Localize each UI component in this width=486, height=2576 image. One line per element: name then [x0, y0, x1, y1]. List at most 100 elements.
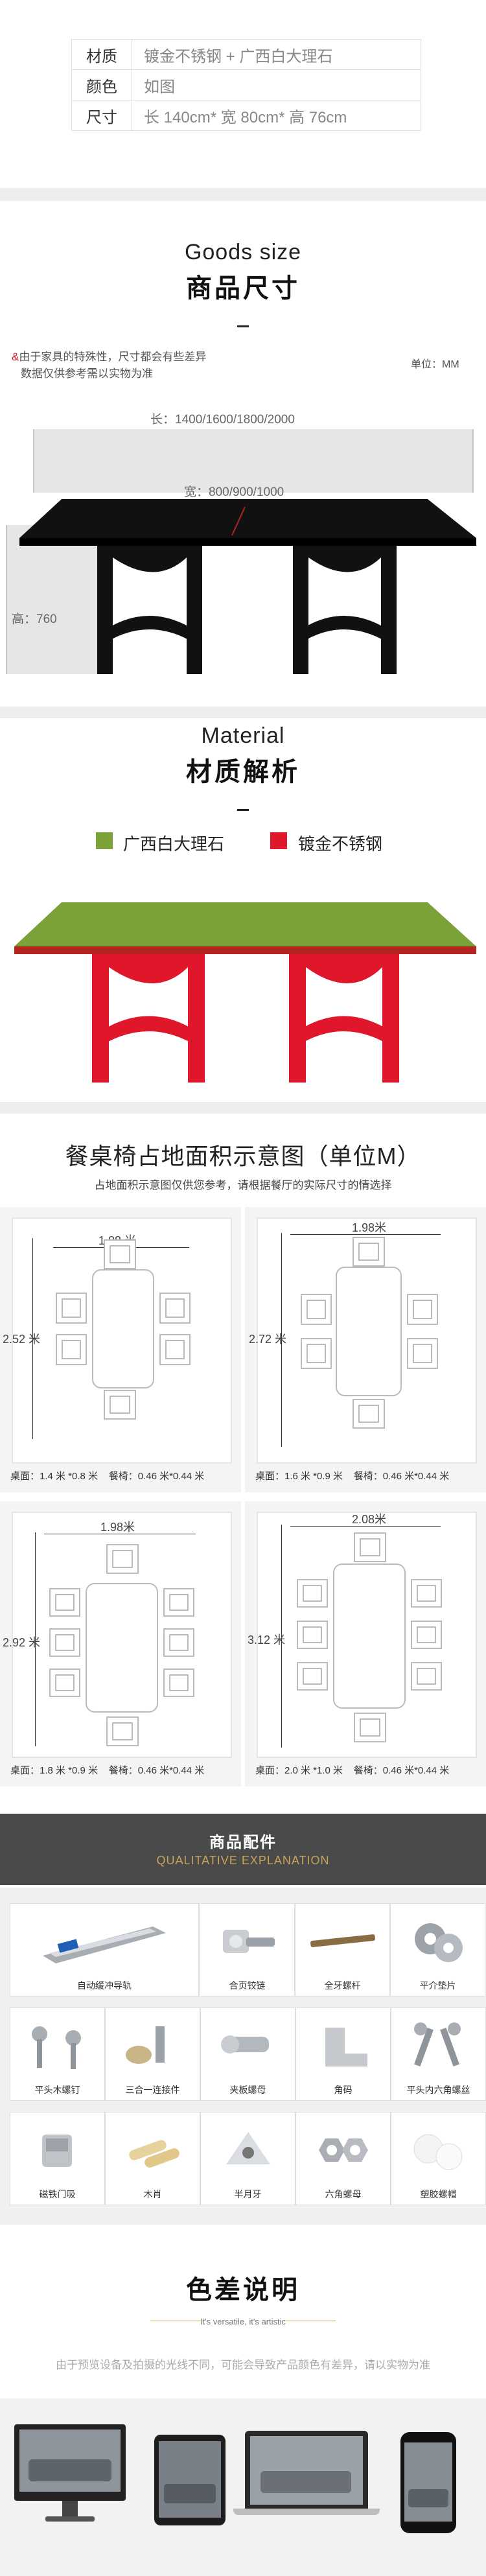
material-diagram: [0, 888, 486, 1102]
accessory-cell: 三合一连接件: [105, 2008, 200, 2101]
chair: [354, 1532, 386, 1562]
height-label: 2.72 米: [249, 1333, 287, 1346]
length-label: 长：1400/1600/1800/2000: [150, 413, 295, 427]
chair: [56, 1293, 87, 1324]
monitor-icon: [14, 2424, 126, 2501]
laptop-icon: [245, 2431, 368, 2509]
device-preview-strip: [0, 2398, 486, 2576]
chair: [411, 1579, 442, 1608]
accessory-label: 塑胶螺帽: [420, 2189, 457, 2199]
chair: [106, 1716, 139, 1746]
hinge-icon: [223, 1930, 275, 1953]
laptop-base: [233, 2509, 380, 2515]
color-note: 由于预览设备及拍摄的光线不同，可能会导致产品颜色有差异，请以实物为准: [56, 2359, 430, 2371]
width-label: 宽：800/900/1000: [184, 486, 284, 499]
chair: [354, 1713, 386, 1742]
width-label: 1.98米: [100, 1521, 135, 1534]
width-label: 2.08米: [352, 1513, 387, 1526]
spec-row: 尺寸 长 140cm* 宽 80cm* 高 76cm: [71, 100, 421, 131]
chair: [407, 1338, 438, 1369]
spec-table: 材质 镀金不锈钢 + 广西白大理石 颜色 如图 尺寸 长 140cm* 宽 80…: [71, 39, 421, 131]
chair: [407, 1294, 438, 1325]
accessory-label: 全牙螺杆: [324, 1980, 361, 1991]
panel-caption: 桌面：1.6 米 *0.9 米 餐椅：0.46 米*0.44 米: [255, 1471, 450, 1482]
material-table-illustration: [14, 902, 476, 1083]
accessories-title-cn: 商品配件: [209, 1834, 277, 1851]
color-title: 色差说明: [186, 2276, 300, 2304]
accessory-label: 木肖: [143, 2189, 162, 2199]
accessory-label: 三合一连接件: [125, 2085, 180, 2095]
legend-swatch-marble: [96, 832, 113, 849]
table-silhouette: [6, 429, 476, 674]
footprint-panel: 2.08米 3.12 米 桌面：2.0 米 *1.0 米 餐椅：0.46 米*0…: [245, 1501, 486, 1786]
height-dimension-line: [281, 1233, 282, 1447]
width-dimension-line: [290, 1234, 441, 1235]
height-dimension-line: [32, 1238, 33, 1439]
table-footprint: [92, 1269, 154, 1388]
accessory-label: 六角螺母: [325, 2189, 362, 2199]
height-label: 2.52 米: [3, 1333, 41, 1346]
spec-key: 颜色: [71, 69, 132, 100]
threaded-rod-icon: [310, 1934, 375, 1947]
chair: [163, 1628, 194, 1657]
accessory-cell: 合页铰链: [200, 1903, 295, 1996]
tablet-icon: [154, 2435, 226, 2525]
magnet-catch-icon: [42, 2135, 72, 2167]
chair: [104, 1239, 136, 1269]
accessory-cell: 磁铁门吸: [10, 2112, 105, 2205]
accessory-cell: 平介垫片: [390, 1903, 485, 1996]
connector-icon: [126, 2026, 165, 2064]
table-footprint: [333, 1563, 406, 1709]
accessory-label: 合页铰链: [229, 1980, 266, 1991]
wood-dowel-icon: [129, 2140, 179, 2168]
accessory-label: 平头内六角螺丝: [406, 2085, 470, 2095]
accessories-title-en: QUALITATIVE EXPLANATION: [156, 1854, 330, 1867]
footprint-panel: 1.98米 2.72 米 桌面：1.6 米 *0.9 米 餐椅：0.46 米*0…: [245, 1207, 486, 1492]
accessory-cell: 塑胶螺帽: [391, 2112, 486, 2205]
hex-nut-icon: [319, 2138, 368, 2162]
height-dimension-line: [281, 1525, 282, 1748]
accessory-cell: 平头内六角螺丝: [391, 2008, 486, 2101]
accessory-cell: 全牙螺杆: [295, 1903, 390, 1996]
chair: [353, 1399, 385, 1429]
title-underline: [237, 809, 249, 811]
legend-swatch-steel: [270, 832, 287, 849]
accessories-grid: 自动缓冲导轨 合页铰链 全牙螺杆 平介垫片 平头木螺钉: [0, 1888, 486, 2225]
height-label: 2.92 米: [3, 1636, 41, 1649]
height-label: 高：760: [12, 613, 57, 626]
spec-row: 颜色 如图: [71, 69, 421, 100]
color-subtitle: It's versatile, it's artistic: [200, 2317, 286, 2326]
table-footprint: [86, 1583, 158, 1713]
accessory-cell: 角码: [295, 2008, 391, 2101]
dimension-diagram: 长：1400/1600/1800/2000 宽：800/900/1000 高：7…: [0, 402, 486, 707]
sleeve-nut-icon: [221, 2035, 269, 2054]
accessory-cell: 平头木螺钉: [10, 2008, 105, 2101]
chair: [159, 1334, 191, 1365]
size-note: &由于家具的特殊性，尺寸都会有些差异: [12, 347, 206, 364]
unit-label: 单位：MM: [411, 359, 459, 370]
height-label: 3.12 米: [248, 1633, 286, 1646]
footprint-panel: 1.98米 2.92 米 桌面：1.8 米 *0.9 米 餐椅：0.46 米*0…: [0, 1501, 241, 1786]
spec-value: 如图: [132, 69, 421, 100]
chair: [297, 1579, 328, 1608]
note-line2: 数据仅供参考需以实物为准: [21, 368, 153, 380]
corner-bracket-icon: [325, 2028, 367, 2067]
section-divider: [0, 1102, 486, 1114]
footprint-subtitle: 占地面积示意图仅供您参考，请根据餐厅的实际尺寸的情选择: [94, 1179, 392, 1191]
chair: [163, 1669, 194, 1697]
phone-icon: [400, 2432, 456, 2533]
chair: [297, 1662, 328, 1691]
legend-marble: 广西白大理石: [123, 834, 225, 854]
monitor-base: [45, 2516, 95, 2522]
accessory-cell: 六角螺母: [295, 2112, 391, 2205]
chair: [159, 1293, 191, 1324]
sofa-preview: [19, 2430, 121, 2492]
chair: [49, 1628, 80, 1657]
accessory-label: 半月牙: [234, 2189, 262, 2199]
accessory-cell: 夹板螺母: [200, 2008, 295, 2101]
drawer-slide-icon: [43, 1926, 166, 1963]
plastic-cap-icon: [413, 2134, 463, 2170]
accessory-label: 磁铁门吸: [39, 2189, 76, 2199]
size-title-en: Goods size: [184, 240, 302, 264]
wood-screw-icon: [32, 2026, 81, 2069]
